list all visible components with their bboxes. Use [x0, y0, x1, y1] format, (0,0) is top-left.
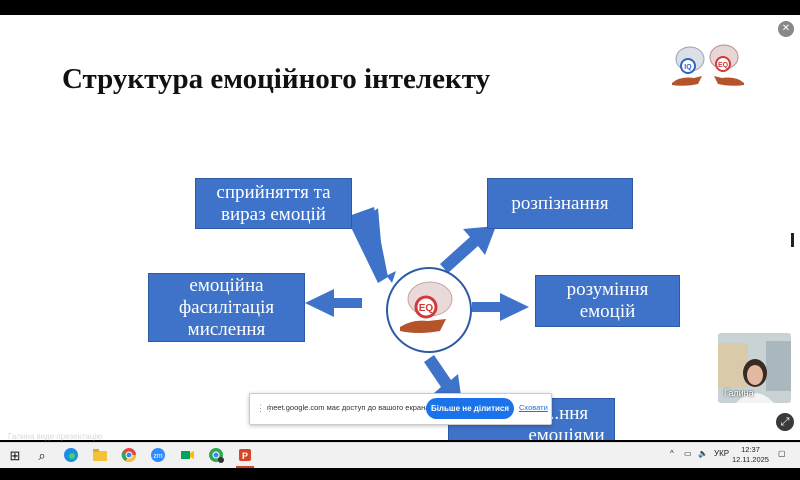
arrow-to-recognition	[440, 226, 496, 273]
screen-share-notification: ⋮⋮ meet.google.com має доступ до вашого …	[249, 393, 552, 425]
box-perception-label: сприйняття та вираз емоцій	[216, 181, 331, 225]
center-eq-label: EQ	[419, 303, 434, 314]
notification-icon[interactable]: ▢	[778, 449, 786, 458]
eq-brain-hand-icon: EQ	[400, 281, 453, 333]
search-icon[interactable]: ⌕	[38, 448, 46, 463]
clock-date: 12.11.2025	[732, 455, 769, 464]
participant-video-feed	[718, 333, 791, 403]
windows-taskbar: ⊞ ⌕ zm P ^ ▭ 🔈 УКР 12:37 12.11.2025 ▢	[0, 442, 800, 469]
edge-icon[interactable]	[62, 447, 80, 465]
box-understanding: розуміння емоцій	[535, 275, 680, 327]
network-icon[interactable]: ▭	[684, 449, 692, 458]
chevron-up-icon[interactable]: ^	[670, 449, 674, 458]
clock-time: 12:37	[741, 445, 760, 454]
stop-sharing-button[interactable]: Більше не ділитися	[426, 398, 514, 419]
bottom-black-bar	[0, 468, 800, 480]
center-eq-circle: EQ	[386, 267, 472, 353]
meet-icon[interactable]	[178, 447, 196, 465]
drag-handle-icon[interactable]: ⋮⋮	[256, 403, 274, 413]
participant-video-tile[interactable]: Галина	[718, 333, 791, 403]
arrow-perception-shaft	[346, 207, 388, 283]
box-perception: сприйняття та вираз емоцій	[195, 178, 352, 229]
svg-text:P: P	[242, 451, 248, 461]
zoom-icon-label: zm	[153, 453, 163, 460]
file-explorer-icon[interactable]	[91, 447, 109, 465]
presentation-slide: Структура емоційного інтелекту IQ EQ ✕ с…	[0, 15, 800, 440]
arrow-to-understanding	[472, 293, 529, 321]
box-facilitation: емоційна фасилітація мислення	[148, 273, 305, 342]
volume-icon[interactable]: 🔈	[698, 449, 708, 458]
top-black-bar	[0, 0, 800, 15]
box-management-label: ...ння емоціями	[528, 403, 605, 440]
iq-eq-logo-icon: IQ EQ	[672, 44, 744, 86]
arrow-to-management	[424, 355, 462, 403]
zoom-icon[interactable]: zm	[149, 447, 167, 465]
box-recognition: розпізнання	[487, 178, 633, 229]
scroll-indicator[interactable]	[791, 233, 794, 247]
box-understanding-label: розуміння емоцій	[566, 279, 649, 322]
active-app-indicator	[236, 466, 254, 468]
language-indicator[interactable]: УКР	[714, 449, 730, 458]
participant-name: Галина	[724, 388, 754, 398]
diagram-arrows	[305, 207, 529, 403]
presenting-status: Галина веде презентацію	[8, 432, 103, 441]
chrome-icon[interactable]	[120, 447, 138, 465]
iq-label: IQ	[684, 64, 692, 71]
box-recognition-label: розпізнання	[511, 192, 609, 214]
powerpoint-icon[interactable]: P	[236, 447, 254, 465]
clock[interactable]: 12:37 12.11.2025	[732, 445, 769, 465]
slide-title: Структура емоційного інтелекту	[62, 63, 491, 95]
windows-icon[interactable]: ⊞	[9, 448, 21, 463]
expand-icon[interactable]: ⤢	[776, 413, 794, 431]
arrow-to-facilitation	[305, 289, 362, 317]
hide-link[interactable]: Сховати	[519, 403, 548, 412]
eq-label: EQ	[718, 62, 729, 69]
chrome-profile-icon[interactable]	[207, 447, 225, 465]
mic-off-icon[interactable]: ✕	[778, 21, 794, 37]
box-facilitation-label: емоційна фасилітація мислення	[178, 274, 275, 340]
share-message: meet.google.com має доступ до вашого екр…	[267, 403, 432, 412]
